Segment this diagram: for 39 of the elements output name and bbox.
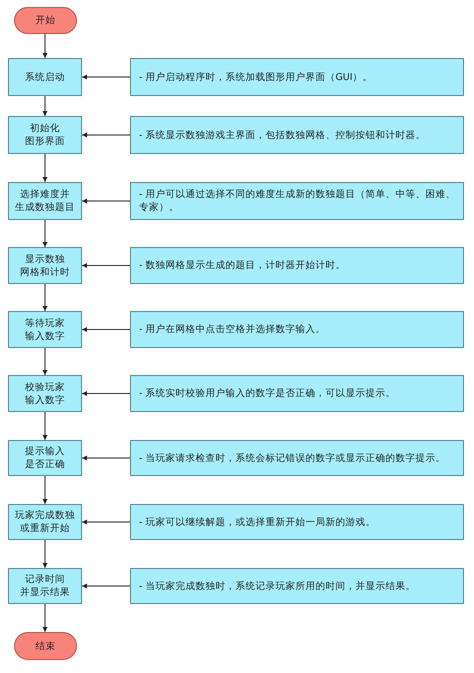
description-box: - 用户可以通过选择不同的难度生成新的数独题目（简单、中等、困难、专家）。 bbox=[130, 182, 464, 220]
description-box: - 用户在网格中点击空格并选择数字输入。 bbox=[130, 311, 464, 348]
arrow bbox=[82, 198, 130, 204]
process-box: 校验玩家输入数字 bbox=[8, 375, 82, 412]
process-box: 显示数独网格和计时 bbox=[8, 247, 82, 284]
description-box: - 用户启动程序时，系统加载图形用户界面（GUI）。 bbox=[130, 58, 464, 96]
description-box: - 系统实时校验用户输入的数字是否正确，可以显示提示。 bbox=[130, 375, 464, 412]
arrow bbox=[42, 154, 48, 182]
arrow bbox=[82, 327, 130, 332]
arrow bbox=[82, 391, 130, 396]
process-box: 记录时间并显示结果 bbox=[8, 568, 82, 604]
arrow bbox=[82, 520, 130, 524]
description-box: - 玩家可以继续解题，或选择重新开始一局新的游戏。 bbox=[130, 504, 464, 540]
arrow bbox=[42, 412, 48, 440]
end-terminal: 结束 bbox=[14, 632, 77, 660]
process-box: 初始化图形界面 bbox=[8, 116, 82, 154]
arrow bbox=[42, 540, 48, 568]
arrow bbox=[42, 284, 48, 312]
process-box: 选择难度并生成数独题目 bbox=[8, 182, 82, 220]
arrow bbox=[42, 476, 48, 504]
description-box: - 当玩家完成数独时，系统记录玩家所用的时间，并显示结果。 bbox=[130, 568, 464, 604]
arrow bbox=[42, 604, 48, 632]
arrow bbox=[42, 220, 48, 248]
arrow bbox=[82, 456, 130, 460]
process-box: 提示输入是否正确 bbox=[8, 440, 82, 476]
process-box: 系统启动 bbox=[8, 58, 82, 96]
arrow bbox=[82, 132, 130, 138]
arrow bbox=[42, 96, 48, 116]
arrow bbox=[82, 584, 130, 588]
description-box: - 当玩家请求检查时，系统会标记错误的数字或显示正确的数字提示。 bbox=[130, 440, 464, 476]
arrow bbox=[42, 348, 48, 376]
arrow bbox=[82, 74, 130, 80]
arrow bbox=[42, 34, 48, 58]
start-terminal: 开始 bbox=[14, 7, 77, 34]
process-box: 玩家完成数独或重新开始 bbox=[8, 504, 82, 540]
description-box: - 数独网格显示生成的题目，计时器开始计时。 bbox=[130, 247, 464, 284]
description-box: - 系统显示数独游戏主界面，包括数独网格、控制按钮和计时器。 bbox=[130, 116, 464, 154]
arrow bbox=[82, 263, 130, 268]
process-box: 等待玩家输入数字 bbox=[8, 311, 82, 348]
